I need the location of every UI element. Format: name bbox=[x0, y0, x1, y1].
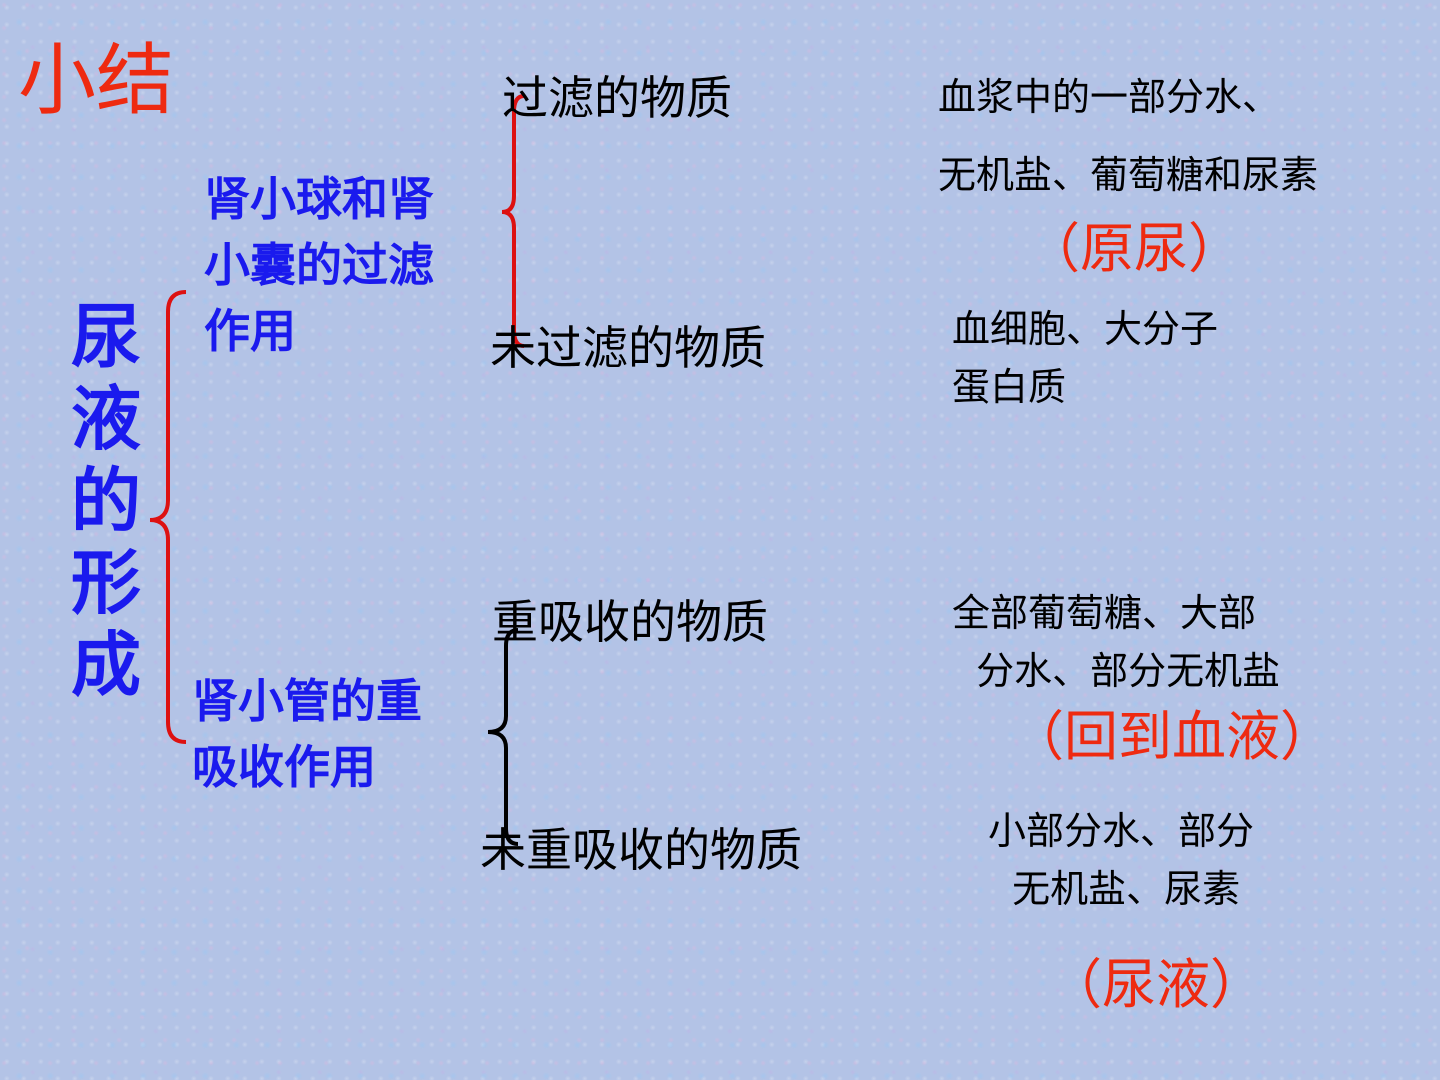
desc-filtered-line1: 血浆中的一部分水、 bbox=[938, 75, 1281, 119]
desc-reabsorbed: 全部葡萄糖、大部 分水、部分无机盐 bbox=[952, 591, 1281, 693]
filter-brace bbox=[501, 94, 525, 348]
label-filtered-substances: 过滤的物质 bbox=[502, 71, 732, 125]
main-topic: 尿液的形成 bbox=[71, 296, 141, 706]
process-reabsorption: 肾小管的重 吸收作用 bbox=[192, 674, 422, 794]
page-title: 小结 bbox=[18, 36, 175, 126]
desc-unreabsorbed: 小部分水、部分 无机盐、尿素 bbox=[988, 809, 1255, 911]
label-unfiltered-substances: 未过滤的物质 bbox=[490, 321, 766, 375]
result-primary-urine: （原尿） bbox=[1026, 217, 1242, 280]
reabsorption-brace bbox=[487, 628, 519, 846]
process-filtration: 肾小球和肾 小囊的过滤 作用 bbox=[204, 172, 434, 358]
desc-filtered-line2: 无机盐、葡萄糖和尿素 bbox=[938, 153, 1319, 197]
result-urine: （尿液） bbox=[1048, 953, 1264, 1016]
outer-brace bbox=[149, 290, 187, 744]
desc-unfiltered: 血细胞、大分子 蛋白质 bbox=[952, 307, 1219, 409]
result-back-to-blood: （回到血液） bbox=[1010, 705, 1334, 768]
label-unreabsorbed-substances: 未重吸收的物质 bbox=[480, 823, 802, 877]
label-reabsorbed-substances: 重吸收的物质 bbox=[492, 595, 768, 649]
